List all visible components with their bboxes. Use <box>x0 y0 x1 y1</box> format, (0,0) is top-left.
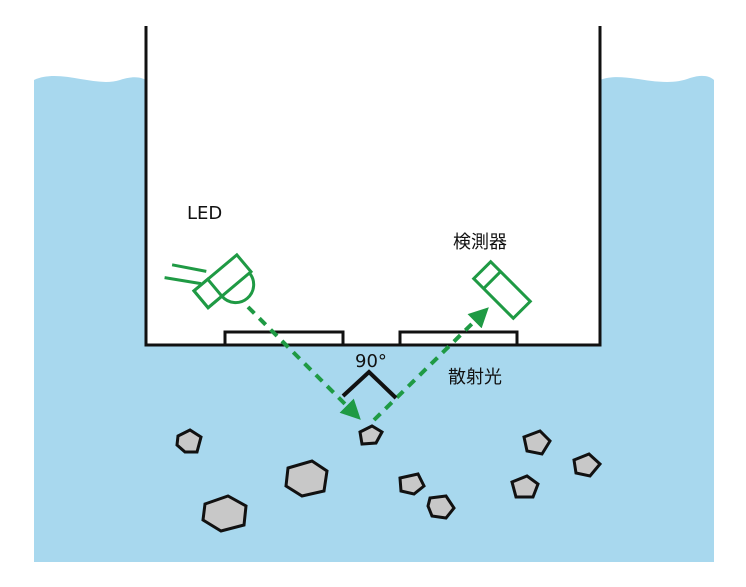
particle <box>201 494 248 533</box>
detector-icon <box>471 259 533 321</box>
particle <box>572 452 603 478</box>
led-label: LED <box>187 203 222 224</box>
particle <box>522 429 552 456</box>
particle <box>398 472 426 496</box>
detector-label: 検測器 <box>453 232 507 253</box>
particle <box>510 474 540 499</box>
particle <box>284 459 329 498</box>
scattered-light-label: 散射光 <box>448 367 502 388</box>
particle <box>426 494 456 520</box>
led-icon <box>164 252 256 310</box>
particle <box>358 424 385 446</box>
particle <box>175 428 203 454</box>
incident-light-path <box>246 305 361 420</box>
right-angle-mark <box>341 369 398 400</box>
scattered-light-path <box>372 307 489 422</box>
angle-label: 90° <box>355 351 387 372</box>
